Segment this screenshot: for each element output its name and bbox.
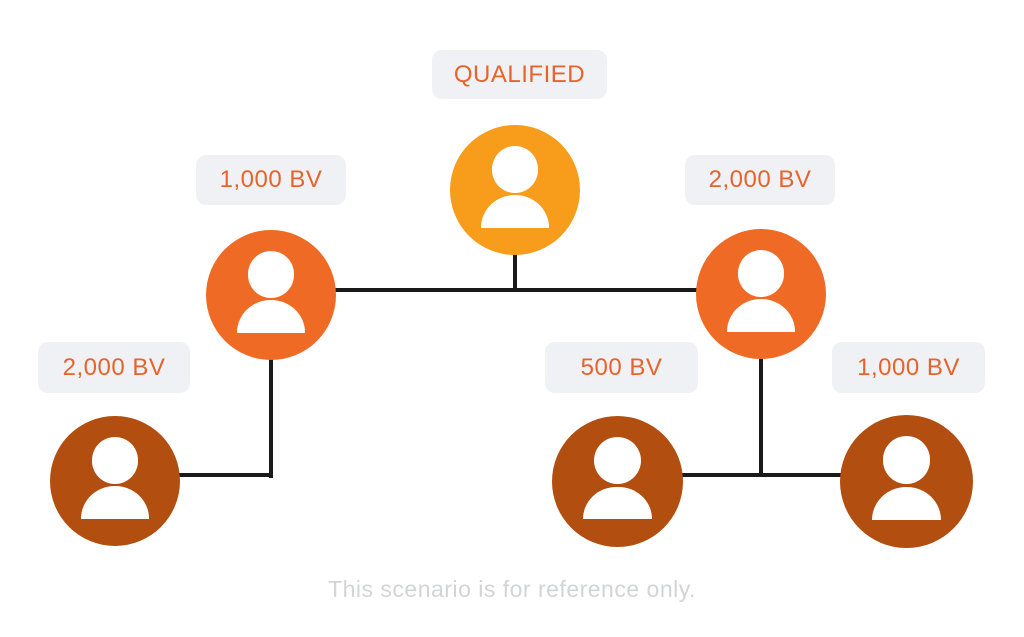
person-torso [237, 300, 305, 333]
person-torso [481, 195, 549, 228]
connector-right-leg-drop [759, 355, 763, 477]
person-icon [50, 416, 180, 546]
bv-value: 1,000 BV [857, 353, 960, 381]
person-node-right-leg-child-right [840, 415, 973, 548]
person-node-root [450, 125, 580, 255]
person-icon [840, 415, 973, 548]
person-icon [206, 230, 336, 360]
person-head [593, 436, 642, 485]
person-torso [583, 486, 652, 520]
person-head [491, 145, 539, 193]
person-icon [450, 125, 580, 255]
qualified-label: QUALIFIED [432, 50, 607, 99]
person-node-right-leg-child-left [552, 416, 683, 547]
person-node-right-leg [696, 229, 826, 359]
person-node-left-leg [206, 230, 336, 360]
connector-right-children-bus [681, 473, 845, 477]
qualified-label-text: QUALIFIED [453, 60, 586, 88]
connector-legs-bus [335, 288, 702, 292]
person-node-left-leg-child [50, 416, 180, 546]
connector-left-leg-drop [269, 356, 273, 478]
connector-left-child-arm [177, 473, 273, 477]
bv-value: 2,000 BV [708, 166, 812, 193]
person-torso [81, 486, 149, 519]
connector-root-drop [513, 253, 517, 292]
bv-value: 1,000 BV [219, 166, 323, 193]
bv-label-left-leg: 1,000 BV [196, 155, 346, 205]
person-head [737, 249, 785, 297]
footer-note: This scenario is for reference only. [328, 576, 696, 602]
bv-value: 500 BV [580, 353, 663, 381]
person-torso [871, 486, 942, 521]
person-torso [727, 299, 795, 332]
person-head [882, 436, 931, 485]
bv-label-right-leg-child-left: 500 BV [545, 342, 698, 393]
person-head [91, 436, 139, 484]
bv-value: 2,000 BV [62, 353, 166, 381]
person-icon [552, 416, 683, 547]
person-icon [696, 229, 826, 359]
person-head [247, 250, 295, 298]
bv-label-right-leg-child-right: 1,000 BV [832, 342, 985, 393]
bv-label-left-leg-child: 2,000 BV [38, 342, 190, 393]
bv-label-right-leg: 2,000 BV [685, 155, 835, 205]
